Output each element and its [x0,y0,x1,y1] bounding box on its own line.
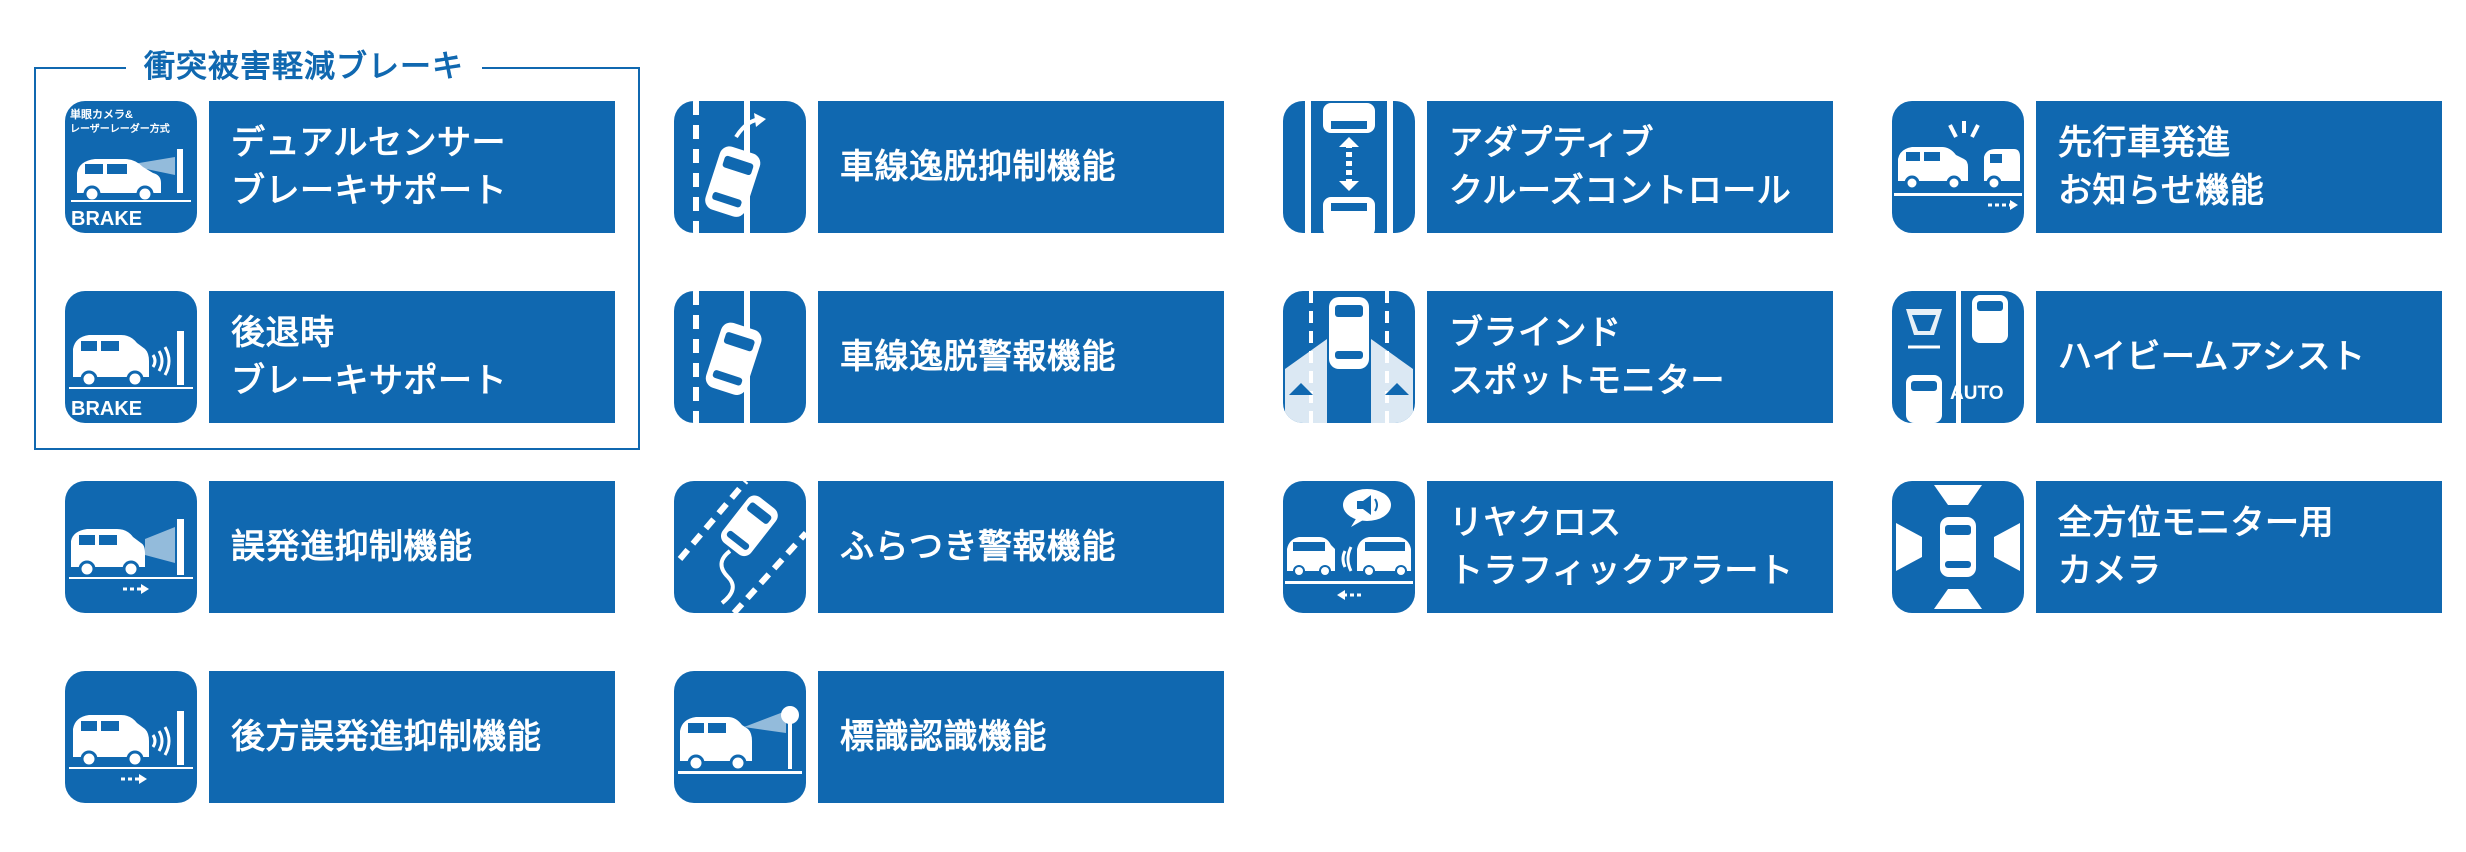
feature-lane-departure-control: 車線逸脱抑制機能 [674,101,1254,233]
feature-label: アダプティブ クルーズコントロール [1427,101,1833,233]
feature-lead-vehicle-start-alert: 先行車発進 お知らせ機能 [1892,101,2466,233]
rear-false-start-icon [65,671,197,803]
feature-high-beam-assist: AUTO ハイビームアシスト [1892,291,2466,423]
feature-panoramic-view-camera: 全方位モニター用 カメラ [1892,481,2466,613]
feature-label: 先行車発進 お知らせ機能 [2036,101,2442,233]
adaptive-cruise-icon [1283,101,1415,233]
wandering-alert-icon [674,481,806,613]
feature-rear-false-start-control: 後方誤発進抑制機能 [65,671,645,803]
sign-recognition-icon [674,671,806,803]
feature-dual-sensor-brake-support: 単眼カメラ& レーザーレーダー方式 BRAKE デュアルセンサー ブレーキサポー… [65,101,645,233]
collision-mitigation-group-title: 衝突被害軽減ブレーキ [126,44,482,90]
feature-label: リヤクロス トラフィックアラート [1427,481,1833,613]
feature-label: 標識認識機能 [818,671,1224,803]
icon-line-camera: 単眼カメラ& [70,107,133,121]
feature-adaptive-cruise-control: アダプティブ クルーズコントロール [1283,101,1863,233]
reverse-brake-icon: BRAKE [65,291,197,423]
rear-cross-traffic-icon [1283,481,1415,613]
feature-wandering-alert: ふらつき警報機能 [674,481,1254,613]
icon-caption-brake: BRAKE [71,208,142,230]
feature-label: 車線逸脱抑制機能 [818,101,1224,233]
feature-reverse-brake-support: BRAKE 後退時 ブレーキサポート [65,291,645,423]
panoramic-camera-icon [1892,481,2024,613]
lane-departure-control-icon [674,101,806,233]
feature-blind-spot-monitor: ブラインド スポットモニター [1283,291,1863,423]
feature-label: 車線逸脱警報機能 [818,291,1224,423]
feature-traffic-sign-recognition: 標識認識機能 [674,671,1254,803]
feature-rear-cross-traffic-alert: リヤクロス トラフィックアラート [1283,481,1863,613]
feature-label: デュアルセンサー ブレーキサポート [209,101,615,233]
lane-departure-warning-icon [674,291,806,423]
feature-label: 誤発進抑制機能 [209,481,615,613]
feature-label: 後方誤発進抑制機能 [209,671,615,803]
high-beam-icon: AUTO [1892,291,2024,423]
feature-label: ふらつき警報機能 [818,481,1224,613]
lead-vehicle-start-icon [1892,101,2024,233]
feature-lane-departure-warning: 車線逸脱警報機能 [674,291,1254,423]
dual-sensor-car-icon: 単眼カメラ& レーザーレーダー方式 BRAKE [65,101,197,233]
icon-caption-auto: AUTO [1950,383,2003,404]
feature-label: 後退時 ブレーキサポート [209,291,615,423]
feature-label: ブラインド スポットモニター [1427,291,1833,423]
feature-label: 全方位モニター用 カメラ [2036,481,2442,613]
false-start-icon [65,481,197,613]
icon-line-laser-radar: レーザーレーダー方式 [70,122,170,135]
feature-label: ハイビームアシスト [2036,291,2442,423]
feature-false-start-control: 誤発進抑制機能 [65,481,645,613]
blind-spot-icon [1283,291,1415,423]
icon-caption-brake: BRAKE [71,398,142,420]
